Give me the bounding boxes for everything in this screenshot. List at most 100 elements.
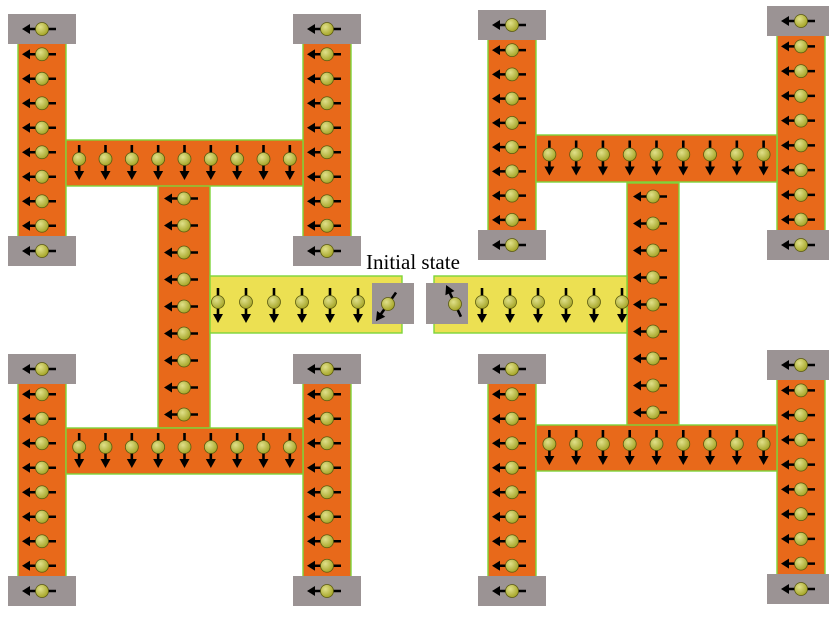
h-top-right-vertical-arm-1 (488, 38, 536, 232)
spin-ball (36, 559, 49, 572)
spin-ball (506, 141, 519, 154)
spin-ball (382, 298, 395, 311)
spin-ball (321, 461, 334, 474)
spin-ball (178, 381, 191, 394)
h-top-left-vertical-arm-2 (303, 42, 351, 238)
spin-ball (321, 510, 334, 523)
spin-ball (283, 153, 296, 166)
spin-ball (178, 300, 191, 313)
spin-ball (36, 461, 49, 474)
spin-ball (795, 65, 808, 78)
spin-ball (795, 359, 808, 372)
spin-ball (570, 148, 583, 161)
spin-ball (99, 153, 112, 166)
spin-ball (321, 245, 334, 258)
spin-ball (506, 363, 519, 376)
spin-ball (36, 48, 49, 61)
spin-ball (321, 170, 334, 183)
spin-ball (321, 121, 334, 134)
spin-ball (324, 296, 337, 309)
spin-ball (36, 121, 49, 134)
spin-ball (506, 92, 519, 105)
spin-ball (795, 114, 808, 127)
spin-ball (125, 441, 138, 454)
spin-ball (795, 15, 808, 28)
spin-ball (321, 146, 334, 159)
spin-ball (178, 246, 191, 259)
spin-ball (795, 239, 808, 252)
spin-ball (570, 438, 583, 451)
spins-layer (22, 15, 815, 598)
spin-ball (178, 327, 191, 340)
spin-ball (204, 153, 217, 166)
spin-ball (125, 153, 138, 166)
spin-ball (73, 153, 86, 166)
spin-ball (795, 409, 808, 422)
spin-ball (36, 245, 49, 258)
spin-ball (795, 557, 808, 570)
bars-layer (18, 34, 825, 578)
spin-ball (647, 217, 660, 230)
spin-ball (36, 219, 49, 232)
spin-ball (36, 72, 49, 85)
spin-ball (795, 139, 808, 152)
spin-ball (543, 148, 556, 161)
spin-ball (283, 441, 296, 454)
spin-ball (795, 188, 808, 201)
spin-ball (321, 195, 334, 208)
h-bottom-right-vertical-arm-2 (777, 378, 825, 576)
spin-ball (36, 195, 49, 208)
h-bottom-right-vertical-arm-1 (488, 382, 536, 578)
spin-ball (588, 296, 601, 309)
spin-ball (795, 89, 808, 102)
h-top-left-vertical-arm-1 (18, 42, 66, 238)
spin-ball (795, 583, 808, 596)
spin-ball (36, 535, 49, 548)
spin-ball (677, 438, 690, 451)
spin-ball (647, 379, 660, 392)
spin-ball (795, 40, 808, 53)
spin-ball (506, 68, 519, 81)
spin-ball (506, 44, 519, 57)
spin-ball (99, 441, 112, 454)
spin-ball (506, 559, 519, 572)
spin-ball (560, 296, 573, 309)
spin-ball (623, 438, 636, 451)
spin-ball (36, 97, 49, 110)
spin-ball (36, 170, 49, 183)
spin-ball (321, 437, 334, 450)
h-bottom-left-vertical-arm-2 (303, 382, 351, 578)
spin-ball (506, 461, 519, 474)
spin-ball (506, 486, 519, 499)
spin-ball (296, 296, 309, 309)
spin-ball (506, 116, 519, 129)
spin-ball (506, 165, 519, 178)
spin-ball (36, 486, 49, 499)
spin-ball (178, 354, 191, 367)
spin-ball (449, 298, 462, 311)
spin-ball (321, 559, 334, 572)
spin-ball (506, 437, 519, 450)
spin-ball (36, 437, 49, 450)
spin-ball (212, 296, 225, 309)
spin-ball (352, 296, 365, 309)
spin-ball (730, 148, 743, 161)
spin-ball (616, 296, 629, 309)
spin-ball (321, 535, 334, 548)
spin-ball (623, 148, 636, 161)
spin-ball (321, 219, 334, 232)
spin-ball (795, 384, 808, 397)
spin-ball (321, 412, 334, 425)
spin-ball (506, 189, 519, 202)
spin-ball (178, 153, 191, 166)
spin-ball (321, 97, 334, 110)
spin-ball (647, 244, 660, 257)
spin-ball (704, 438, 717, 451)
spin-ball (178, 441, 191, 454)
spin-ball (178, 219, 191, 232)
spin-ball (152, 153, 165, 166)
spin-ball (650, 438, 663, 451)
spin-ball (476, 296, 489, 309)
